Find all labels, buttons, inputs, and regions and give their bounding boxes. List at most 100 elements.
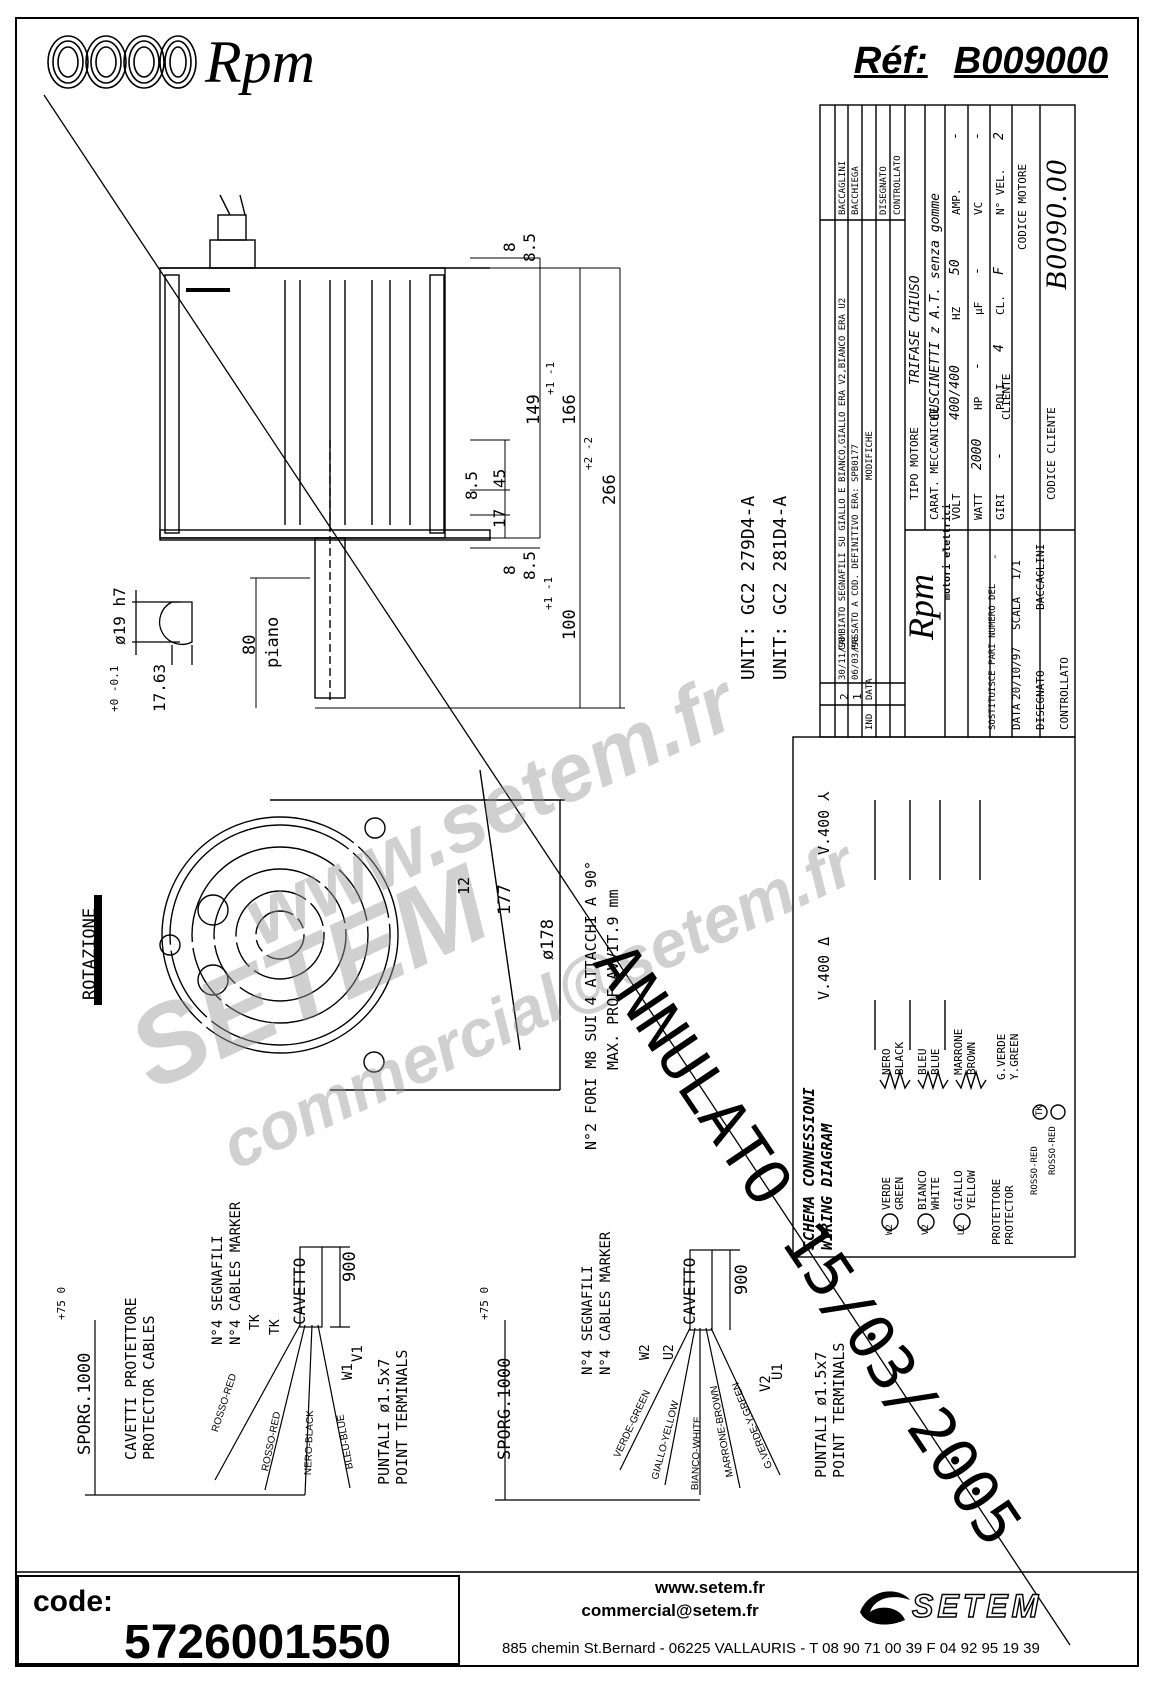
controllato-label: CONTROLLATO (1058, 657, 1071, 730)
hdr-data: DATA (865, 678, 875, 700)
footer-email[interactable]: commercial@setem.fr (581, 1601, 759, 1620)
rotation-label: ROTAZIONE (80, 907, 100, 1000)
u2-right: U2 (662, 1344, 677, 1360)
dim-8-5-mid: 8.5 (462, 471, 481, 500)
cancel-line (43, 94, 1071, 1646)
legend-v2-en: WHITE (929, 1176, 942, 1210)
gverde-label: G.VERDE (995, 1033, 1008, 1080)
disegnato-value: BACCAGLINI (1034, 543, 1047, 610)
data-value: 20/10/97 (1010, 647, 1023, 700)
hp-label: HP (972, 396, 985, 410)
cavetti-en: PROTECTOR CABLES (140, 1315, 158, 1461)
hdr-mod: MODIFICHE (865, 431, 875, 480)
disegnato-label: DISEGNATO (1034, 670, 1047, 730)
cl-label: CL. (994, 295, 1007, 315)
segnafili-left-en: N°4 CABLES MARKER (228, 1201, 244, 1345)
puntali-left-it: PUNTALI ø1.5x7 (375, 1358, 393, 1485)
shaft-flat: 17.63 (150, 663, 169, 712)
sporg-left: SPORG.1000 (75, 1352, 95, 1455)
protettore-label: PROTETTORE (990, 1178, 1003, 1245)
legend-w1-it: NERO (880, 1048, 893, 1076)
sporg-left-tol: +75 0 (55, 1286, 68, 1320)
dim-178: ø178 (538, 919, 558, 960)
protector-label: PROTECTOR (1003, 1185, 1016, 1245)
cables-right (495, 1249, 781, 1501)
legend-w2-en: GREEN (893, 1176, 906, 1210)
cavetto-left: CAVETTO (290, 1257, 309, 1325)
reference: Réf:B009000 (854, 40, 1108, 83)
amp-label: AMP. (950, 188, 963, 216)
vc-value: - (970, 132, 985, 140)
rosso-red-2: ROSSO-RED (1048, 1126, 1058, 1175)
tipo-value: TRIFASE CHIUSO (908, 275, 923, 385)
legend-u1-it: MARRONE (952, 1028, 965, 1075)
codice-motore-label: CODICE MOTORE (1016, 163, 1029, 250)
code-u2: U2 (957, 1224, 967, 1235)
carat-label: CARAT. MECCANICHE (928, 407, 941, 520)
tb-company: Rpm (901, 574, 941, 640)
rev-row-1-mod: PASSATO A COD. DEFINITIVO ERA: SPB0177 (851, 444, 861, 650)
rev-row-1-ind: 1 (851, 693, 864, 700)
codice-cliente-label: CODICE CLIENTE (1045, 407, 1058, 500)
star-label: V.400 ⅄ (815, 791, 833, 855)
dim-149: 149 (524, 394, 544, 425)
code-label: code: (33, 1585, 114, 1618)
piano-label: piano (263, 616, 283, 668)
ygreen-label: Y.GREEN (1008, 1033, 1021, 1080)
w2-right: W2 (638, 1344, 653, 1360)
rotation-bar (94, 895, 102, 1005)
sost-value: - (988, 553, 1001, 560)
carat-value: CUSCINETTI z A.T. senza gomme (928, 193, 943, 420)
w1-left: W1 (340, 1363, 356, 1380)
volt-value: 400/400 (948, 365, 963, 420)
wiring-frame (792, 736, 1076, 1258)
puntali-right-it: PUNTALI ø1.5x7 (812, 1351, 830, 1478)
nvel-label: N° VEL. (994, 168, 1007, 215)
brand-logo: Rpm (205, 29, 315, 95)
legend-v1-en: BLUE (929, 1048, 942, 1076)
dim-266: 266 (600, 474, 620, 505)
cables-left (85, 1246, 351, 1496)
cavetti-it: CAVETTI PROTETTORE (122, 1297, 140, 1460)
page-frame (15, 17, 1139, 1667)
footer-website[interactable]: www.setem.fr (655, 1578, 765, 1597)
data-label: DATA (1010, 703, 1023, 731)
dim-177: 177 (495, 884, 515, 915)
segnafili-right-en: N°4 CABLES MARKER (598, 1231, 614, 1375)
dim-166: 166 (560, 394, 580, 425)
rev-row-2-des: BACCAGLINI (838, 160, 848, 215)
hdr-con: CONTROLLATO (893, 155, 903, 215)
tk-1: TK (248, 1314, 263, 1330)
rev-row-1-des: BACCHIEGA (851, 166, 861, 215)
code-v2: V2 (921, 1224, 931, 1235)
sost-label: SOSTITUISCE PARI NUMERO DEL (988, 583, 998, 730)
hz-label: HZ (950, 306, 963, 320)
wiring-title-en: WIRING DIAGRAM (818, 1123, 836, 1250)
dim-8-5-bot: 8.5 (520, 551, 539, 580)
nvel-value: 2 (992, 132, 1007, 140)
legend-v1-it: BLEU (916, 1048, 929, 1076)
vc-label: VC (972, 201, 985, 215)
dim-166-tol: +1 -1 (544, 361, 557, 395)
unit-1: UNIT: GC2 279D4-A (738, 495, 759, 680)
u1-right: U1 (770, 1363, 786, 1380)
ref-label: Réf: (853, 40, 928, 82)
puntali-right-en: POINT TERMINALS (830, 1342, 848, 1478)
rosso-red-1: ROSSO-RED (1030, 1146, 1040, 1195)
legend-w2-it: VERDE (880, 1176, 893, 1210)
len-left: 900 (340, 1251, 360, 1282)
dim-8-bot: 8 (500, 565, 519, 575)
shaft-diameter: ø19 h7 (110, 587, 129, 645)
amp-value: - (948, 132, 963, 140)
giri-label: GIRI (994, 493, 1007, 521)
dim-100: 100 (560, 609, 580, 640)
v1-left: V1 (350, 1345, 366, 1362)
rpm-logo-coils (47, 35, 197, 89)
sporg-right: SPORG.1000 (495, 1357, 515, 1460)
hz-value: 50 (948, 259, 963, 275)
codice-motore-value: B0090.00 (1040, 158, 1073, 290)
legend-u2-it: GIALLO (952, 1170, 965, 1210)
hdr-des: DISEGNATO (879, 166, 889, 215)
legend-u2-en: YELLOW (965, 1170, 978, 1210)
